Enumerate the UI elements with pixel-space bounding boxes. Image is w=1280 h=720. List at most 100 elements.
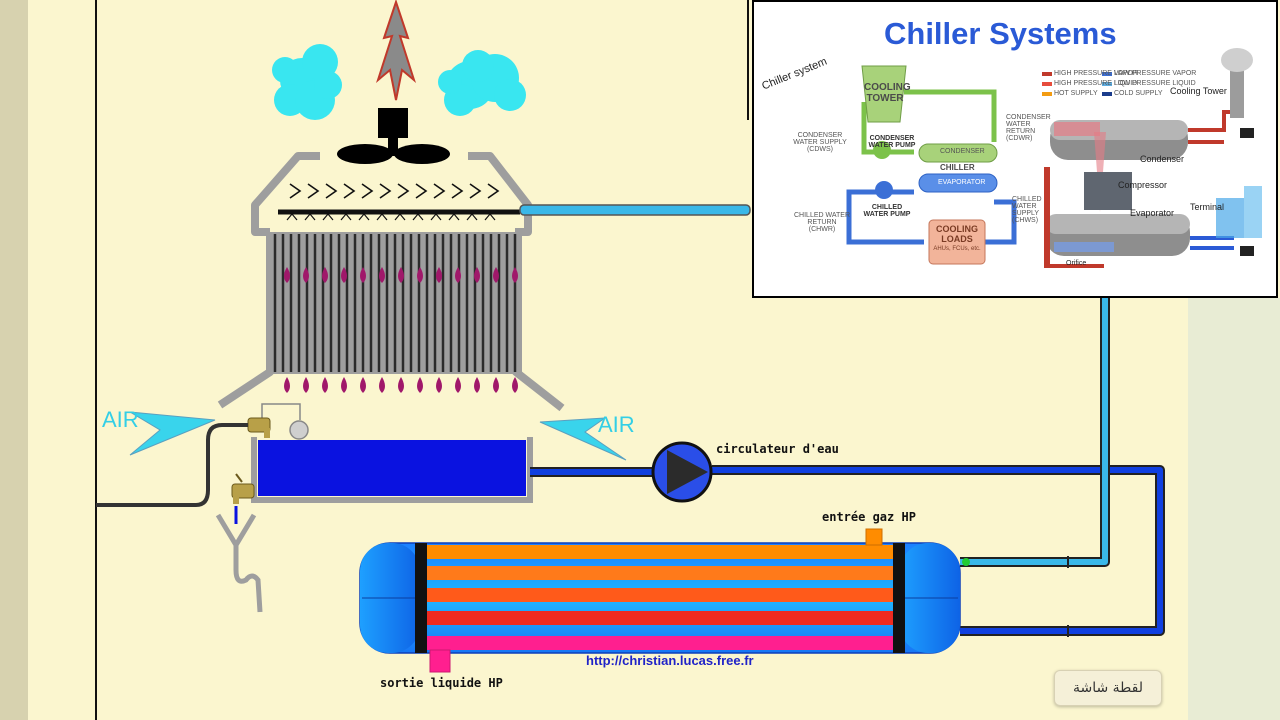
fan-icon	[337, 108, 450, 164]
air-inlet-label-left: AIR	[102, 407, 139, 432]
water-droplet-icon	[493, 267, 499, 283]
screenshot-button[interactable]: لقطة شاشة	[1054, 670, 1162, 706]
spray-tip-icon	[358, 213, 370, 221]
water-droplet-icon	[322, 377, 328, 393]
hot-water-return-pipe	[519, 204, 751, 216]
fill-pack-slats	[273, 234, 517, 372]
water-droplet-icon	[322, 267, 328, 283]
circulation-pipes	[530, 298, 1165, 637]
water-droplet-icon	[436, 377, 442, 393]
inset-legend-low-pressure-liquid: LOW PRESSURE LIQUID	[1114, 80, 1196, 87]
water-droplet-icon	[379, 267, 385, 283]
inset-condenser-water-return-label: CONDENSER WATER RETURN (CDWR)	[1006, 114, 1051, 142]
inset-terminal-label: Terminal	[1190, 202, 1225, 212]
inset-legend-high-pressure-liquid: HIGH PRESSURE LIQUID	[1054, 80, 1138, 87]
spray-chevron-icon	[451, 183, 464, 199]
junction-dot	[962, 558, 970, 566]
water-droplet-icon	[436, 267, 442, 283]
inset-legend-low-pressure-vapor: LOW PRESSURE VAPOR	[1114, 70, 1197, 77]
steam-cloud-left	[272, 44, 342, 120]
steam-cloud-right	[438, 50, 526, 116]
spray-tip-icon	[430, 213, 442, 221]
spray-tip-icon	[466, 213, 478, 221]
spray-tip-icon	[376, 213, 388, 221]
circulator-label: circulateur d'eau	[716, 442, 839, 456]
inset-chilled-water-pump-label: CHILLED WATER PUMP	[863, 204, 911, 218]
inset-legend-high-pressure-vapor: HIGH PRESSURE VAPOR	[1054, 70, 1138, 77]
water-droplet-icon	[398, 267, 404, 283]
inset-legend-hot-supply: HOT SUPPLY	[1054, 90, 1098, 97]
air-arrow-right-icon	[539, 417, 627, 461]
water-droplet-icon	[379, 377, 385, 393]
gas-inlet-label: entrée gaz HP	[822, 510, 916, 524]
spray-tip-icon	[322, 213, 334, 221]
chiller-systems-inset-image: Chiller Systems Chiller system	[752, 0, 1278, 298]
water-droplet-icon	[303, 267, 309, 283]
water-droplet-icon	[284, 377, 290, 393]
inset-orifice-label: Orifice	[1066, 260, 1087, 267]
water-droplet-icon	[493, 377, 499, 393]
inset-compressor-label: Compressor	[1118, 180, 1168, 190]
spray-tip-icon	[484, 213, 496, 221]
spray-chevron-icon	[469, 183, 482, 199]
spray-tip-icon	[304, 213, 316, 221]
exhaust-arrow-icon	[376, 0, 416, 101]
inset-chilled-water-supply-label: CHILLED WATER SUPPLY (CHWS)	[1012, 196, 1042, 224]
water-droplet-icon	[303, 377, 309, 393]
inset-legend	[1042, 72, 1112, 96]
inset-condenser-label: CONDENSER	[940, 148, 985, 155]
inset-evaporator-label: EVAPORATOR	[938, 179, 986, 186]
spray-chevron-icon	[397, 183, 410, 199]
right-blur-edge	[1188, 298, 1280, 720]
water-droplet-icon	[455, 377, 461, 393]
water-droplet-icon	[455, 267, 461, 283]
inset-chilled-water-return-label: CHILLED WATER RETURN (CHWR)	[794, 212, 851, 233]
spray-tip-icon	[412, 213, 424, 221]
spray-chevron-icon	[415, 183, 428, 199]
liquid-outlet-label: sortie liquide HP	[380, 676, 503, 690]
drain-pipe	[215, 513, 263, 613]
spray-chevron-icon	[325, 183, 338, 199]
condenser-heat-exchanger	[359, 528, 961, 673]
inset-condenser-water-pump-label: CONDENSER WATER PUMP	[868, 135, 916, 149]
water-droplet-icon	[417, 377, 423, 393]
inset-cooling-tower-label: Cooling Tower	[1170, 86, 1227, 96]
inset-condenser-water-supply-label: CONDENSER WATER SUPPLY (CDWS)	[793, 132, 847, 153]
spray-tip-icon	[394, 213, 406, 221]
water-droplet-icon	[360, 267, 366, 283]
inset-3d-chiller-icon	[1044, 48, 1262, 268]
drain-tap-icon	[231, 473, 255, 524]
spray-chevron-icon	[433, 183, 446, 199]
water-droplet-icon	[360, 377, 366, 393]
water-droplet-icon	[512, 377, 518, 393]
spray-tip-icon	[448, 213, 460, 221]
water-droplet-icon	[512, 267, 518, 283]
water-circulator-pump-icon[interactable]	[651, 441, 713, 503]
spray-tip-icon	[286, 213, 298, 221]
spray-tip-icon	[340, 213, 352, 221]
water-droplet-icon	[417, 267, 423, 283]
spray-chevron-icon	[343, 183, 356, 199]
source-url-link[interactable]: http://christian.lucas.free.fr	[586, 653, 754, 668]
air-inlet-label-right: AIR	[598, 412, 635, 437]
water-droplet-icon	[284, 267, 290, 283]
makeup-water-pipe	[96, 423, 248, 507]
water-droplet-icon	[398, 377, 404, 393]
water-basin	[251, 437, 533, 503]
inset-evaporator-3d-label: Evaporator	[1130, 208, 1175, 218]
spray-chevron-icon	[487, 183, 500, 199]
water-droplet-icon	[474, 267, 480, 283]
inset-schematic	[846, 48, 1262, 268]
water-droplet-icon	[474, 377, 480, 393]
inset-condenser-3d-label: Condenser	[1140, 154, 1185, 164]
water-droplet-icon	[341, 377, 347, 393]
water-droplets	[284, 267, 518, 393]
air-arrow-left-icon	[129, 411, 216, 456]
water-droplet-icon	[341, 267, 347, 283]
spray-chevron-icon	[361, 183, 374, 199]
spray-nozzles	[286, 183, 500, 221]
